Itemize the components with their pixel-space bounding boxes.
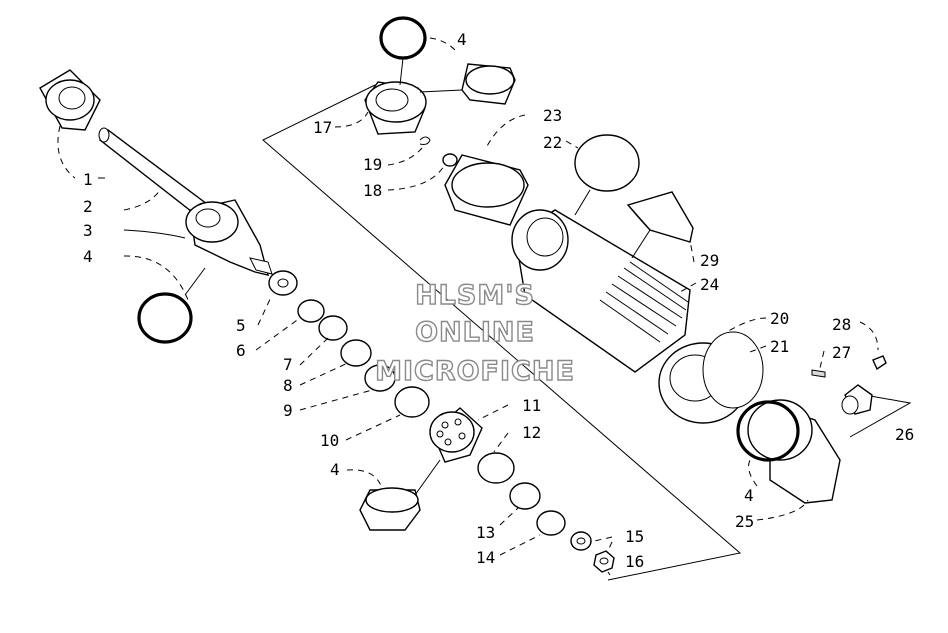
callout-29: 29 <box>700 251 719 270</box>
callout-22: 22 <box>543 133 562 152</box>
callout-28: 28 <box>832 315 851 334</box>
valve-part-26 <box>841 384 873 415</box>
callout-12: 12 <box>522 423 541 442</box>
bushing-part-4-lower <box>359 487 421 531</box>
assembly-bracket <box>262 84 742 581</box>
washer-part-13 <box>509 482 541 510</box>
bushing-part-4-top <box>461 63 516 105</box>
callout-10: 10 <box>320 431 339 450</box>
callout-23: 23 <box>543 106 562 125</box>
callout-26: 26 <box>895 425 914 444</box>
callout-24: 24 <box>700 275 719 294</box>
cap-part-28 <box>872 355 887 371</box>
callout-13: 13 <box>476 523 495 542</box>
watermark-line-1: HLSM'S <box>415 280 535 311</box>
callout-4-lower: 4 <box>330 460 340 479</box>
callout-25: 25 <box>735 512 754 531</box>
callout-20: 20 <box>770 309 789 328</box>
o-ring-part-4-top <box>379 16 427 60</box>
callout-3: 3 <box>83 221 93 240</box>
valve-part-18 <box>442 153 458 167</box>
sleeve-part-29 <box>626 191 694 243</box>
washer-part-10 <box>394 386 430 418</box>
callout-27: 27 <box>832 343 851 362</box>
callout-15: 15 <box>625 527 644 546</box>
clip-part-19 <box>419 136 431 145</box>
callout-5: 5 <box>236 316 246 335</box>
washer-part-9 <box>364 364 396 392</box>
o-ring-part-4-left <box>137 292 193 344</box>
callout-2: 2 <box>83 197 93 216</box>
callout-16: 16 <box>625 552 644 571</box>
washer-part-5 <box>268 270 298 296</box>
watermark-line-3: MICROFICHE <box>375 356 575 387</box>
end-cap-part-1 <box>39 69 101 131</box>
spring-part-27 <box>811 369 826 378</box>
callout-4-right: 4 <box>744 486 754 505</box>
callout-18: 18 <box>363 181 382 200</box>
callout-7: 7 <box>283 355 293 374</box>
callout-labels: 1 2 3 4 4 4 4 5 6 7 8 9 10 11 12 13 14 1… <box>83 30 914 571</box>
leader-lines <box>57 37 879 576</box>
washer-part-8 <box>340 339 372 367</box>
washer-part-12 <box>477 452 515 484</box>
bearing-cap-part-17 <box>364 81 427 135</box>
washer-part-14 <box>536 510 566 536</box>
watermark-line-2: ONLINE <box>415 317 535 348</box>
watermark: HLSM'S ONLINE MICROFICHE <box>374 279 575 387</box>
washer-part-6 <box>297 299 325 323</box>
callout-1: 1 <box>83 170 93 189</box>
reservoir-body-part-24 <box>511 209 691 373</box>
washer-part-15 <box>570 531 592 551</box>
nut-part-16 <box>593 550 615 573</box>
piston-part-11 <box>429 407 483 463</box>
callout-4-left: 4 <box>83 247 93 266</box>
piston-body-part-3 <box>185 199 273 276</box>
cap-part-22 <box>574 134 640 192</box>
callout-8: 8 <box>283 376 293 395</box>
callout-17: 17 <box>313 118 332 137</box>
callout-14: 14 <box>476 548 495 567</box>
callout-11: 11 <box>522 396 541 415</box>
callout-9: 9 <box>283 401 293 420</box>
washer-part-7 <box>318 315 348 341</box>
lock-ring-part-20 <box>702 331 764 409</box>
callout-6: 6 <box>236 341 246 360</box>
callout-4-top: 4 <box>457 30 467 49</box>
o-ring-part-4-right <box>736 400 800 462</box>
seal-part-23 <box>444 154 529 226</box>
callout-19: 19 <box>363 155 382 174</box>
callout-21: 21 <box>770 337 789 356</box>
